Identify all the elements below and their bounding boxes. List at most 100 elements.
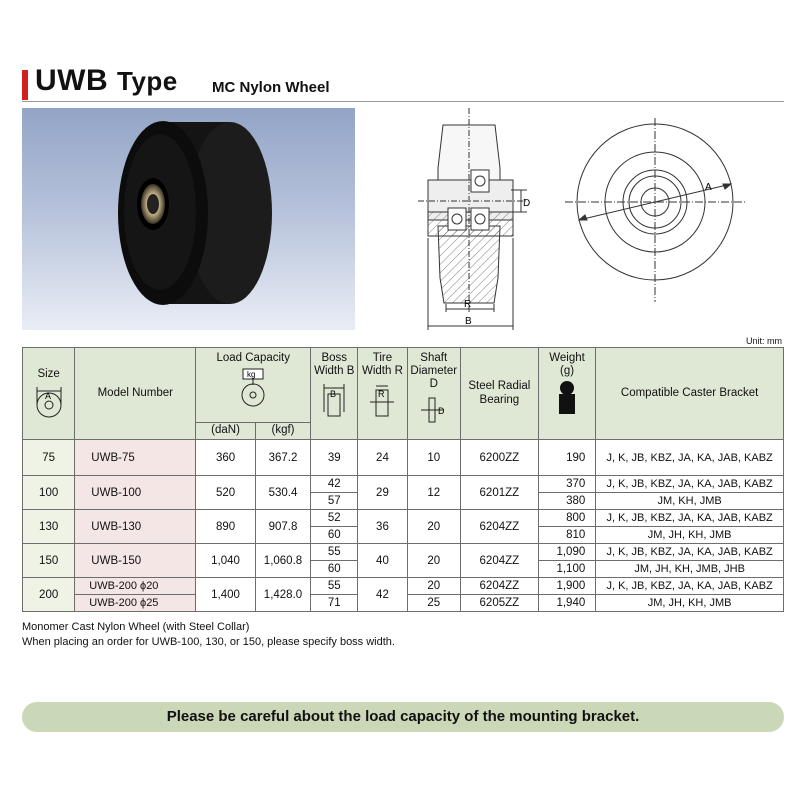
header-tire-label: Tire Width R: [362, 352, 403, 378]
cell-weight: 810: [537, 526, 597, 544]
load-icon-label: kg: [247, 370, 255, 379]
header-load-label: Load Capacity: [216, 352, 290, 364]
cell-boss: 55: [310, 577, 359, 595]
title-accent-bar: [22, 70, 28, 100]
cell-boss: 60: [310, 526, 359, 544]
boss-symbol: B: [330, 389, 336, 399]
cell-size: 200: [21, 577, 76, 612]
cell-weight: 1,900: [537, 577, 597, 595]
header-weight-label: Weight: [549, 352, 585, 364]
header-shaft-label: Shaft Diameter D: [410, 352, 458, 391]
cell-size: 75: [21, 439, 76, 476]
cell-bearing: 6200ZZ: [459, 439, 539, 476]
cell-bracket: J, K, JB, KBZ, JA, KA, JAB, KABZ: [595, 475, 784, 493]
cell-tire: 29: [357, 475, 408, 510]
cell-tire: 36: [357, 509, 408, 544]
cell-weight: 1,100: [537, 560, 597, 578]
cell-model: UWB-150: [74, 543, 197, 578]
cell-dan: 1,400: [195, 577, 256, 612]
title-divider: [22, 101, 784, 102]
size-symbol: A: [45, 391, 51, 401]
cell-size: 130: [21, 509, 76, 544]
col-weight: Weight (g): [537, 347, 597, 440]
table-row: 60 810 JM, JH, KH, JMB: [23, 526, 784, 544]
cell-boss: 57: [310, 492, 359, 510]
cell-kgf: 530.4: [254, 475, 312, 510]
cell-shaft: 12: [406, 475, 461, 510]
col-shaft-diameter: Shaft Diameter D D: [406, 347, 461, 440]
cell-boss: 60: [310, 560, 359, 578]
table-row: 75 UWB-75 360 367.2 39 24 10 6200ZZ 190 …: [21, 439, 784, 476]
cell-size: 150: [21, 543, 76, 578]
dim-label-b: B: [465, 316, 472, 327]
title-type: Type: [117, 66, 178, 96]
title-main: UWB: [35, 64, 109, 97]
cell-kgf: 1,428.0: [254, 577, 312, 612]
cell-model: UWB-75: [74, 439, 197, 476]
col-load-capacity: Load Capacity kg: [195, 347, 312, 423]
dim-label-d: D: [523, 198, 530, 209]
col-boss-width: Boss Width B B: [310, 347, 359, 440]
cell-dan: 890: [195, 509, 256, 544]
cell-model: UWB-200 ϕ25: [74, 594, 197, 612]
cell-weight: 800: [537, 509, 597, 527]
table-row: 200 UWB-200 ϕ20 1,400 1,428.0 55 42 20 6…: [21, 577, 784, 612]
side-section-drawing: D R B: [418, 108, 533, 334]
cell-model: UWB-130: [74, 509, 197, 544]
cell-boss: 71: [310, 594, 359, 612]
header-kgf: (kgf): [254, 422, 312, 440]
cell-bearing: 6204ZZ: [459, 509, 539, 544]
cell-bracket: JM, JH, KH, JMB, JHB: [595, 560, 784, 578]
cell-shaft: 25: [406, 594, 461, 612]
cell-bracket: J, K, JB, KBZ, JA, KA, JAB, KABZ: [595, 439, 784, 476]
tire-symbol: R: [378, 389, 385, 399]
product-photo: [22, 108, 355, 330]
shaft-symbol: D: [438, 406, 445, 416]
unit-note: Unit: mm: [746, 336, 782, 346]
col-model: Model Number: [74, 347, 197, 440]
dim-label-r: R: [464, 299, 471, 310]
spec-table: Size A Model Number Load Capacity: [21, 347, 784, 612]
weight-icon: [559, 381, 576, 415]
header-boss-label: Boss Width B: [314, 352, 355, 378]
cell-kgf: 367.2: [254, 439, 312, 476]
dim-label-a: A: [705, 182, 712, 193]
front-view-drawing: A: [565, 118, 745, 302]
cell-weight: 190: [537, 439, 597, 476]
cell-shaft: 20: [406, 577, 461, 595]
caution-banner: Please be careful about the load capacit…: [22, 702, 784, 732]
cell-shaft: 10: [406, 439, 461, 476]
col-tire-width: Tire Width R R: [357, 347, 408, 440]
table-row: 150 UWB-150 1,040 1,060.8 55 40 20 6204Z…: [21, 543, 784, 578]
cell-boss: 39: [310, 439, 359, 476]
size-wheel-icon: A: [36, 387, 62, 418]
cell-size: 100: [21, 475, 76, 510]
cell-dan: 1,040: [195, 543, 256, 578]
cell-model: UWB-100: [74, 475, 197, 510]
cell-shaft: 20: [406, 509, 461, 544]
note-line: When placing an order for UWB-100, 130, …: [22, 636, 395, 648]
cell-kgf: 1,060.8: [254, 543, 312, 578]
cell-bearing: 6201ZZ: [459, 475, 539, 510]
col-bearing: Steel Radial Bearing: [459, 347, 539, 440]
cell-bracket: JM, JH, KH, JMB: [595, 526, 784, 544]
shaft-diameter-icon: D: [420, 397, 445, 423]
note-line: Monomer Cast Nylon Wheel (with Steel Col…: [22, 621, 250, 633]
cell-weight: 1,940: [537, 594, 597, 612]
page-title: UWB Type: [35, 64, 178, 98]
cell-bearing: 6204ZZ: [459, 577, 539, 595]
table-row: 100 UWB-100 520 530.4 42 29 12 6201ZZ 37…: [21, 475, 784, 510]
cell-bearing: 6205ZZ: [459, 594, 539, 612]
header-size-label: Size: [37, 367, 60, 380]
header-dan: (daN): [195, 422, 256, 440]
cell-boss: 42: [310, 475, 359, 493]
cell-tire: 24: [357, 439, 408, 476]
cell-bracket: JM, JH, KH, JMB: [595, 594, 784, 612]
cell-shaft: 20: [406, 543, 461, 578]
cell-tire: 40: [357, 543, 408, 578]
cell-weight: 380: [537, 492, 597, 510]
load-weight-icon: kg: [241, 368, 265, 407]
notes: Monomer Cast Nylon Wheel (with Steel Col…: [22, 620, 395, 650]
cell-weight: 1,090: [537, 543, 597, 561]
cell-bearing: 6204ZZ: [459, 543, 539, 578]
